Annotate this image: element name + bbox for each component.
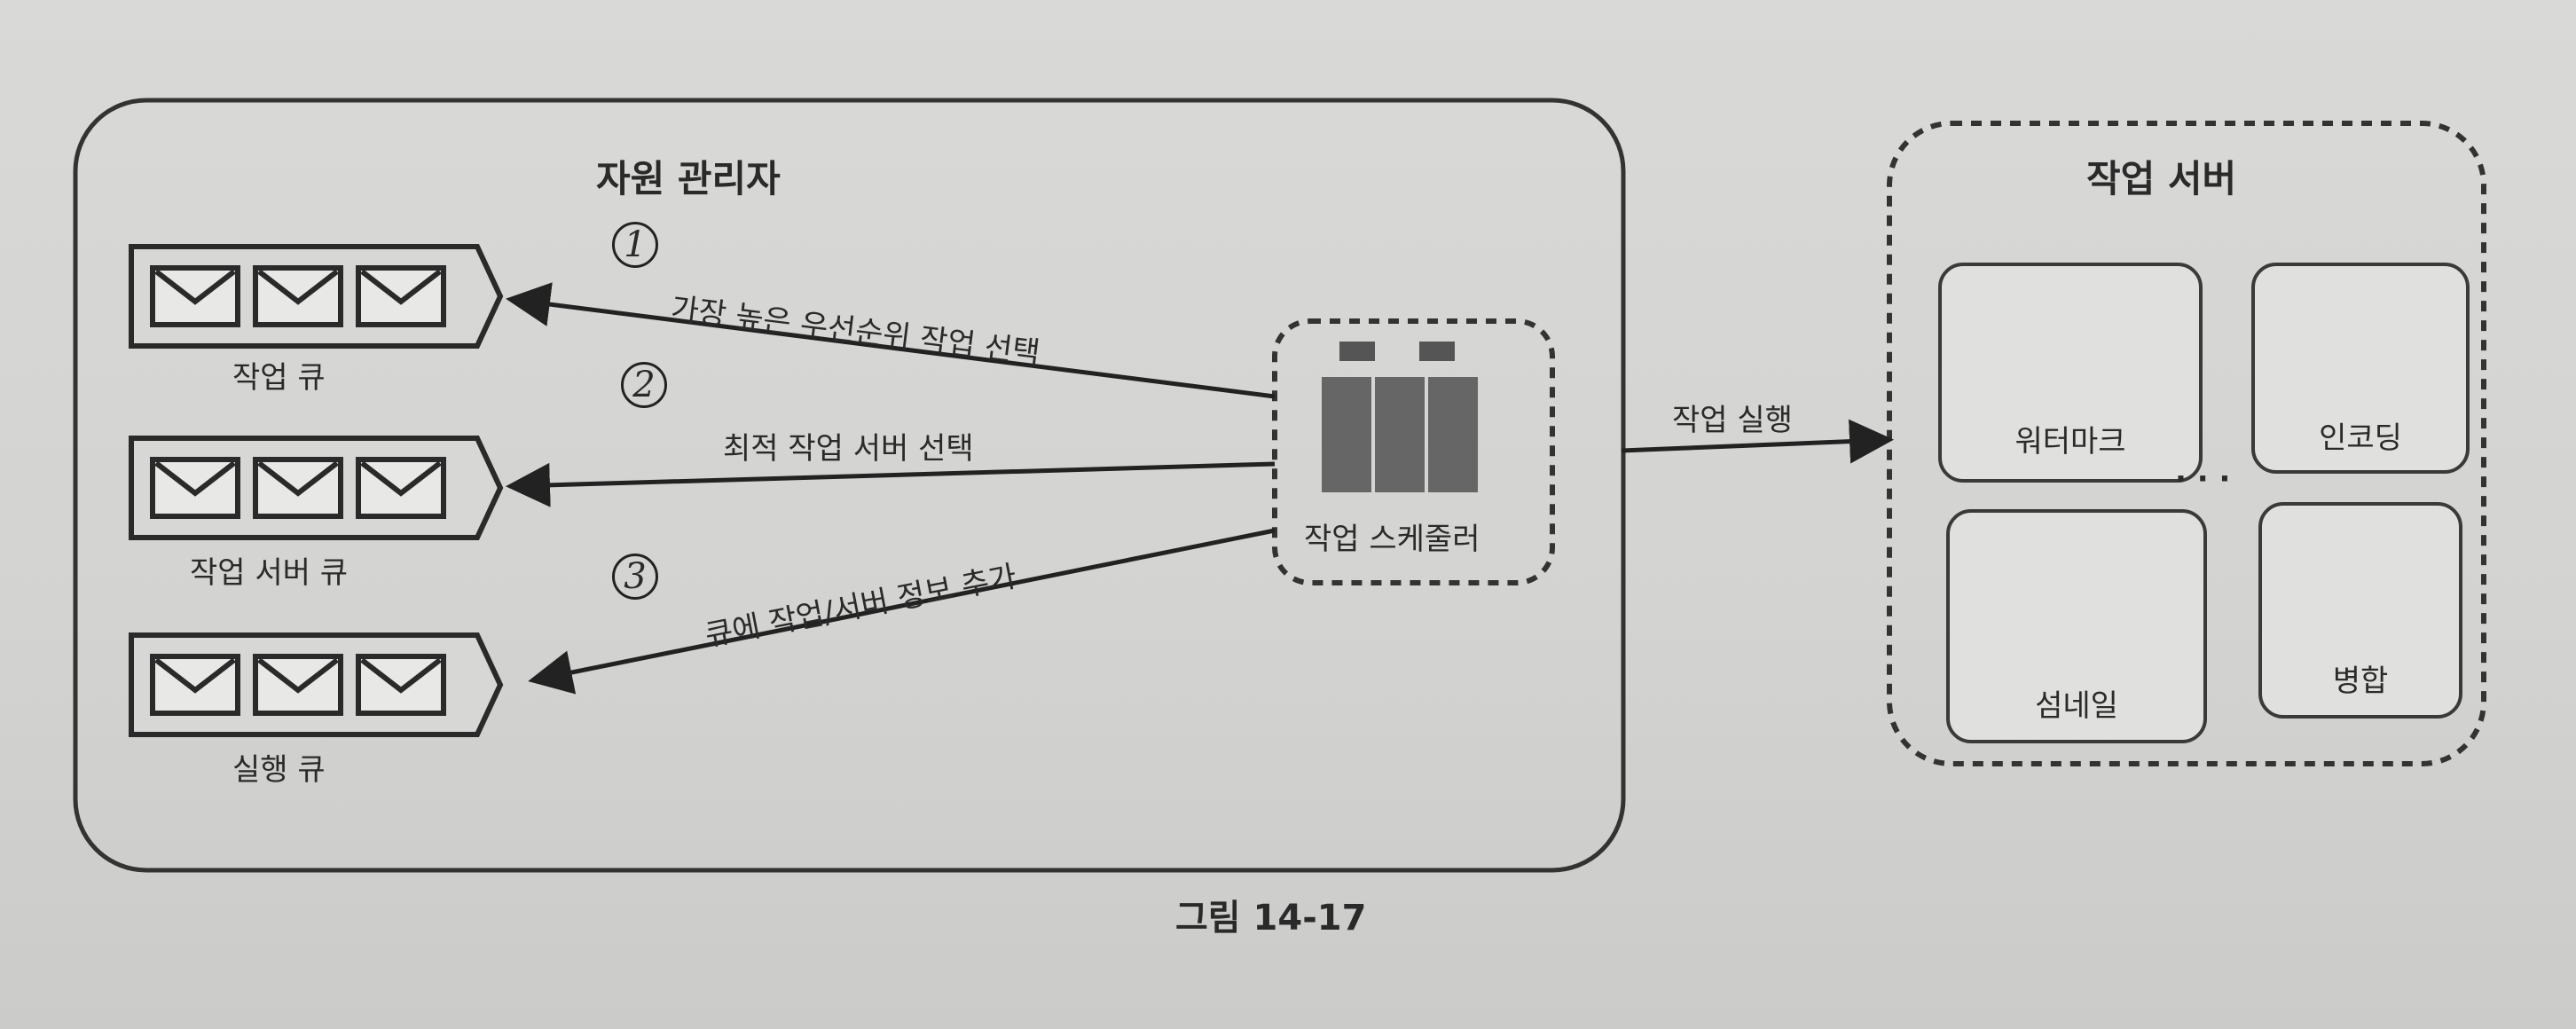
queue-label: 실행 큐 <box>232 752 326 788</box>
arrow-step2 <box>506 461 1276 507</box>
queue-work <box>129 244 504 349</box>
server-label: 섬네일 <box>2035 688 2118 724</box>
step-label: 최적 작업 서버 선택 <box>723 431 974 467</box>
step-number: 1 <box>612 222 658 268</box>
arrow-step3 <box>528 528 1276 695</box>
queue-label: 작업 서버 큐 <box>190 555 349 591</box>
arrow-step1 <box>506 282 1276 399</box>
server-thumbnail: 섬네일 <box>1946 509 2207 743</box>
queue-server <box>129 436 504 540</box>
server-merge: 병합 <box>2258 502 2462 719</box>
figure-caption: 그림 14-17 <box>1175 898 1367 939</box>
step-number: 2 <box>621 362 667 408</box>
resource-manager-box <box>73 98 1626 873</box>
queue-label: 작업 큐 <box>232 360 326 396</box>
job-server-box <box>1887 121 2486 766</box>
execute-label: 작업 실행 <box>1672 403 1793 438</box>
server-encoding: 인코딩 <box>2251 263 2470 474</box>
server-label: 병합 <box>2332 664 2389 699</box>
job-server-title: 작업 서버 <box>2086 157 2237 200</box>
server-label: 인코딩 <box>2319 420 2402 456</box>
resource-manager-title: 자원 관리자 <box>596 157 781 200</box>
server-watermark: 워터마크 <box>1938 263 2203 483</box>
scheduler-server-icon <box>1322 342 1478 492</box>
scheduler-box <box>1272 318 1555 585</box>
scheduler-label: 작업 스케줄러 <box>1304 522 1480 557</box>
arrow-execute <box>1621 419 1894 464</box>
queue-execute <box>129 632 504 737</box>
ellipsis: · · · <box>2175 461 2231 497</box>
step-number: 3 <box>612 554 658 600</box>
server-label: 워터마크 <box>2014 424 2126 460</box>
